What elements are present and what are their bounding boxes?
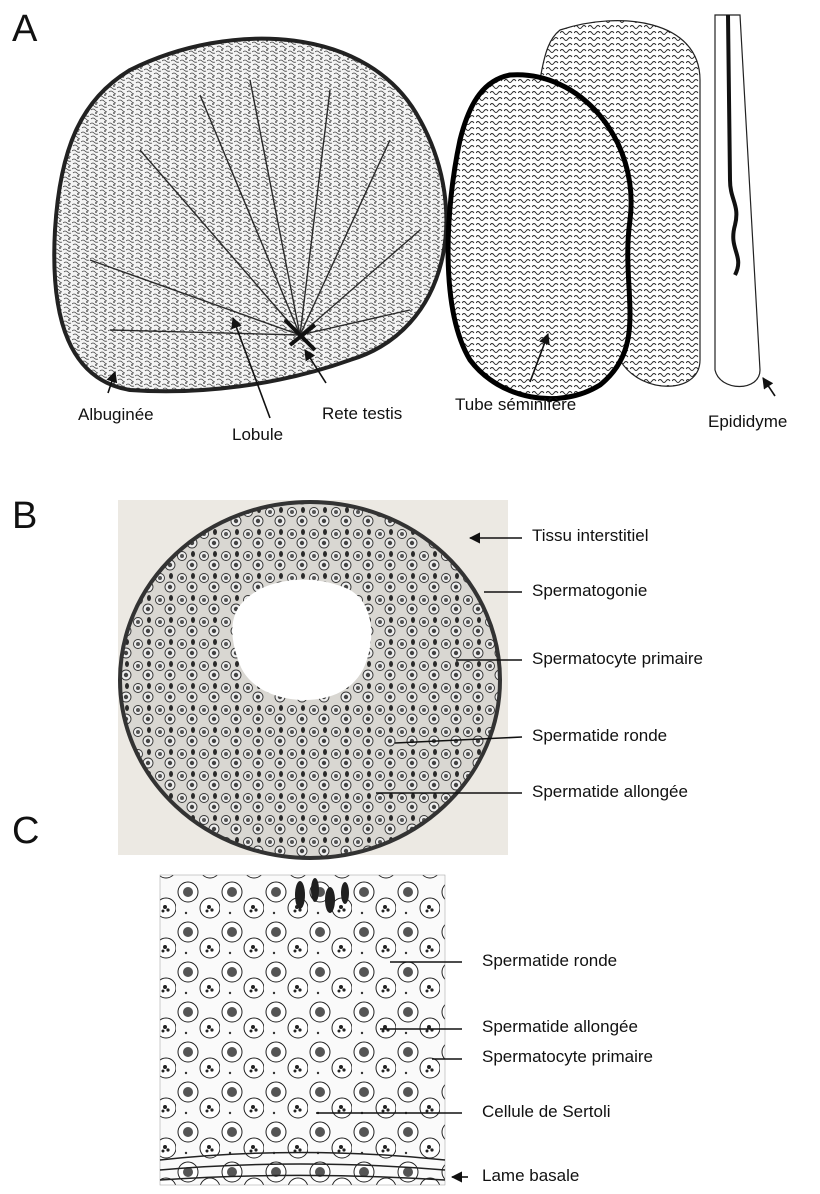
label-spermatogonie: Spermatogonie: [532, 581, 647, 601]
label-rete-testis: Rete testis: [322, 404, 402, 424]
epididyme-pointer: [763, 378, 775, 396]
label-spermatocyte-primaire-b: Spermatocyte primaire: [532, 649, 703, 669]
tubule-cross-section-drawing: [118, 500, 508, 858]
label-spermatide-allongee-b: Spermatide allongée: [532, 782, 688, 802]
testis-epididymis-drawing: [448, 15, 760, 399]
label-spermatide-ronde-b: Spermatide ronde: [532, 726, 667, 746]
label-cellule-sertoli: Cellule de Sertoli: [482, 1102, 611, 1122]
label-lame-basale: Lame basale: [482, 1166, 579, 1186]
label-epididyme: Epididyme: [708, 412, 787, 432]
label-spermatocyte-primaire-c: Spermatocyte primaire: [482, 1047, 653, 1067]
label-tissu-interstitiel: Tissu interstitiel: [532, 526, 649, 546]
testis-section-drawing: [54, 39, 446, 392]
label-spermatide-allongee-c: Spermatide allongée: [482, 1017, 638, 1037]
epithelium-detail-drawing: [160, 875, 445, 1185]
label-albuginee: Albuginée: [78, 405, 154, 425]
label-tube-seminifere: Tube séminifère: [455, 395, 576, 415]
label-spermatide-ronde-c: Spermatide ronde: [482, 951, 617, 971]
label-lobule: Lobule: [232, 425, 283, 445]
